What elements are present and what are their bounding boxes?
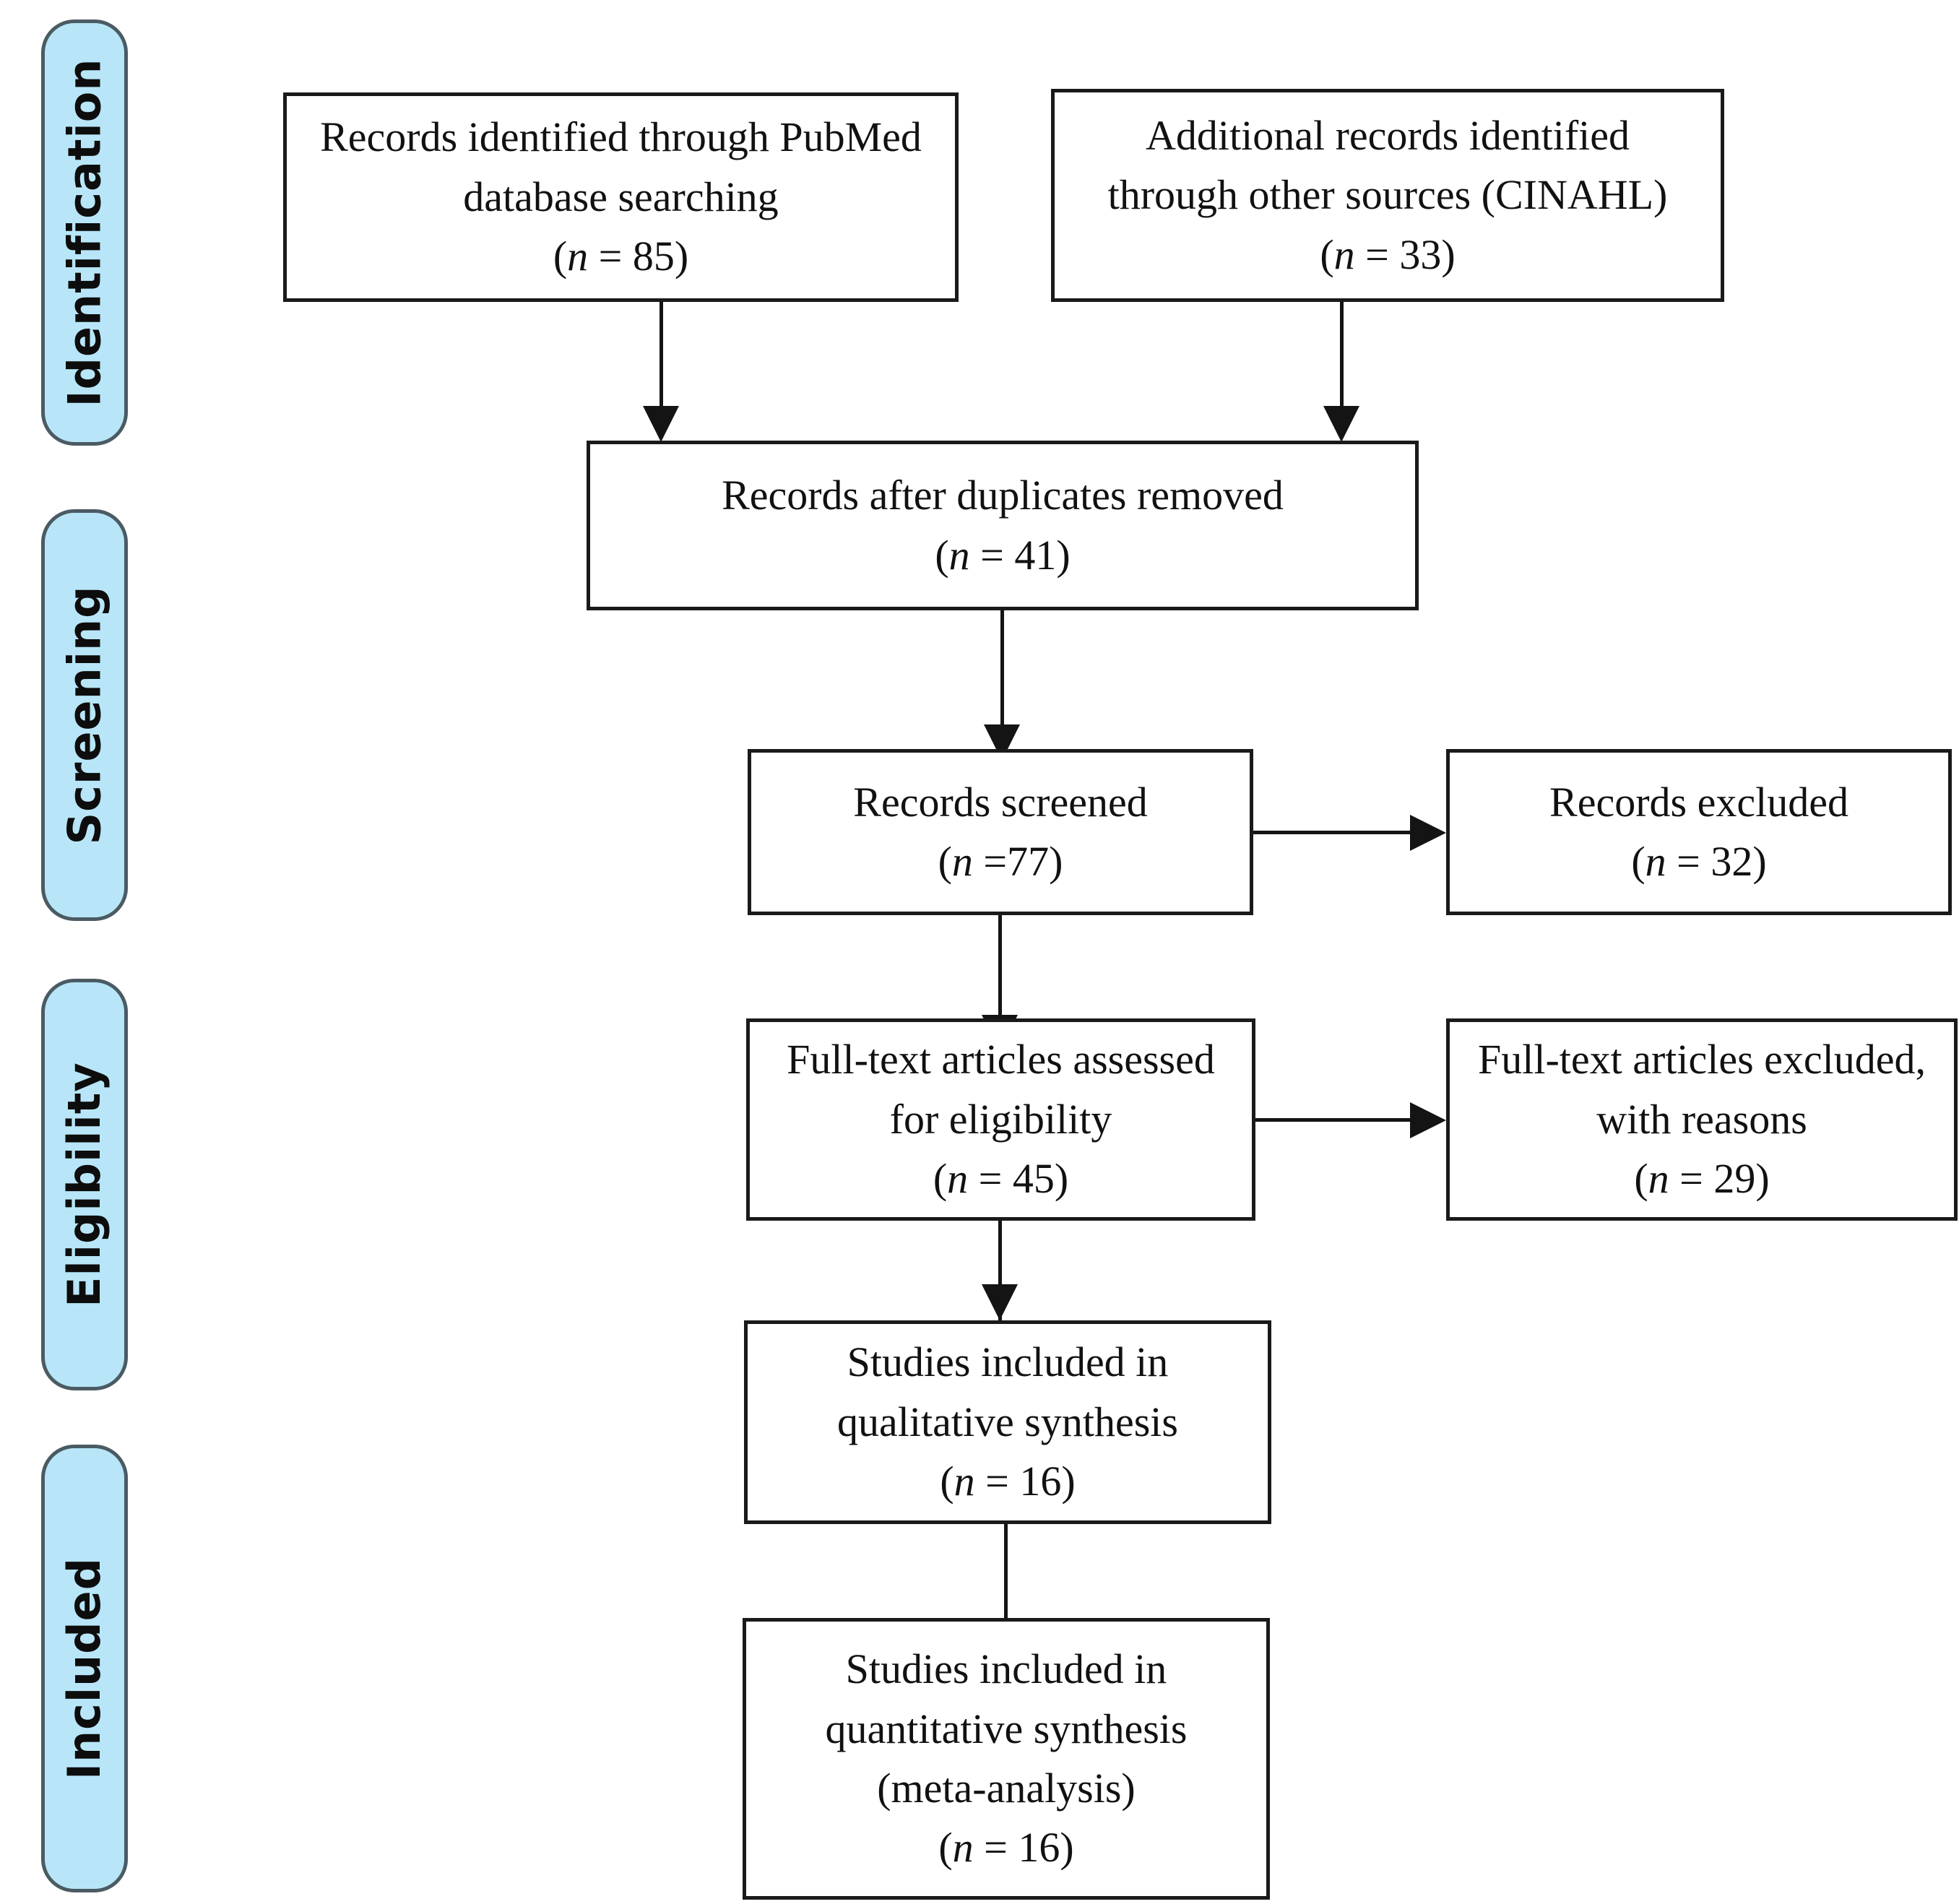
connector-other-to-duplicates-arrowhead — [1323, 406, 1359, 442]
box-fulltext-assessed-line2: for eligibility — [889, 1095, 1112, 1143]
connector-other-to-duplicates-line — [1340, 302, 1344, 421]
connector-fulltext-to-fulltext-excluded-line — [1255, 1118, 1416, 1122]
box-quantitative-line3: (meta-analysis) — [877, 1765, 1136, 1812]
box-duplicates-count: (n = 41) — [935, 531, 1071, 579]
box-qualitative-line1: Studies included in — [847, 1338, 1169, 1386]
box-quantitative-line2: quantitative synthesis — [825, 1705, 1188, 1752]
box-fulltext-assessed-count: (n = 45) — [933, 1155, 1069, 1203]
connector-screened-to-excluded-line — [1253, 831, 1416, 834]
connector-pubmed-to-duplicates-arrowhead — [643, 406, 679, 442]
box-qualitative-count: (n = 16) — [940, 1458, 1076, 1505]
box-pubmed-line2: database searching — [463, 173, 779, 220]
stage-label-included: Included — [58, 1557, 111, 1780]
box-records-after-duplicates-removed: Records after duplicates removed (n = 41… — [587, 441, 1419, 610]
box-additional-records-other-sources: Additional records identified through ot… — [1051, 89, 1724, 302]
connector-screened-to-excluded-arrowhead — [1410, 815, 1446, 851]
connector-screened-to-fulltext-line — [998, 915, 1002, 1031]
stage-pill-eligibility: Eligibility — [41, 979, 128, 1390]
box-records-excluded-count: (n = 32) — [1631, 838, 1767, 885]
connector-fulltext-to-qualitative-line — [998, 1221, 1002, 1329]
stage-label-screening: Screening — [58, 585, 111, 845]
stage-label-identification: Identification — [58, 58, 111, 407]
box-quantitative-count: (n = 16) — [938, 1824, 1074, 1871]
box-duplicates-line1: Records after duplicates removed — [722, 472, 1284, 519]
box-quantitative-line1: Studies included in — [845, 1645, 1167, 1693]
box-fulltext-assessed-line1: Full-text articles assessed — [787, 1036, 1215, 1083]
box-records-screened-count: (n =77) — [938, 838, 1063, 885]
box-fulltext-articles-excluded: Full-text articles excluded, with reason… — [1446, 1018, 1958, 1221]
box-other-sources-line1: Additional records identified — [1145, 111, 1630, 159]
box-other-sources-count: (n = 33) — [1320, 230, 1456, 278]
box-records-screened-line1: Records screened — [853, 778, 1148, 826]
box-records-excluded: Records excluded (n = 32) — [1446, 749, 1952, 915]
box-pubmed-line1: Records identified through PubMed — [320, 113, 922, 161]
stage-pill-screening: Screening — [41, 509, 128, 921]
connector-duplicates-to-screened-line — [1000, 610, 1004, 740]
connector-qualitative-to-quantitative-line — [1004, 1524, 1008, 1640]
stage-label-eligibility: Eligibility — [58, 1062, 111, 1307]
box-fulltext-articles-assessed: Full-text articles assessed for eligibil… — [746, 1018, 1255, 1221]
connector-fulltext-to-qualitative-arrowhead — [982, 1284, 1018, 1320]
box-fulltext-excluded-line1: Full-text articles excluded, — [1477, 1036, 1926, 1083]
box-records-identified-pubmed: Records identified through PubMed databa… — [283, 92, 959, 302]
box-records-excluded-line1: Records excluded — [1549, 778, 1848, 826]
stage-pill-included: Included — [41, 1445, 128, 1892]
box-studies-quantitative-synthesis: Studies included in quantitative synthes… — [743, 1618, 1270, 1900]
connector-fulltext-to-fulltext-excluded-arrowhead — [1410, 1102, 1446, 1138]
stage-pill-identification: Identification — [41, 20, 128, 446]
box-pubmed-count: (n = 85) — [553, 233, 689, 280]
box-fulltext-excluded-count: (n = 29) — [1634, 1155, 1770, 1203]
box-fulltext-excluded-line2: with reasons — [1596, 1095, 1807, 1143]
box-records-screened: Records screened (n =77) — [748, 749, 1253, 915]
box-other-sources-line2: through other sources (CINAHL) — [1107, 171, 1668, 219]
box-qualitative-line2: qualitative synthesis — [837, 1398, 1178, 1445]
connector-pubmed-to-duplicates-line — [660, 302, 663, 421]
box-studies-qualitative-synthesis: Studies included in qualitative synthesi… — [744, 1320, 1271, 1524]
